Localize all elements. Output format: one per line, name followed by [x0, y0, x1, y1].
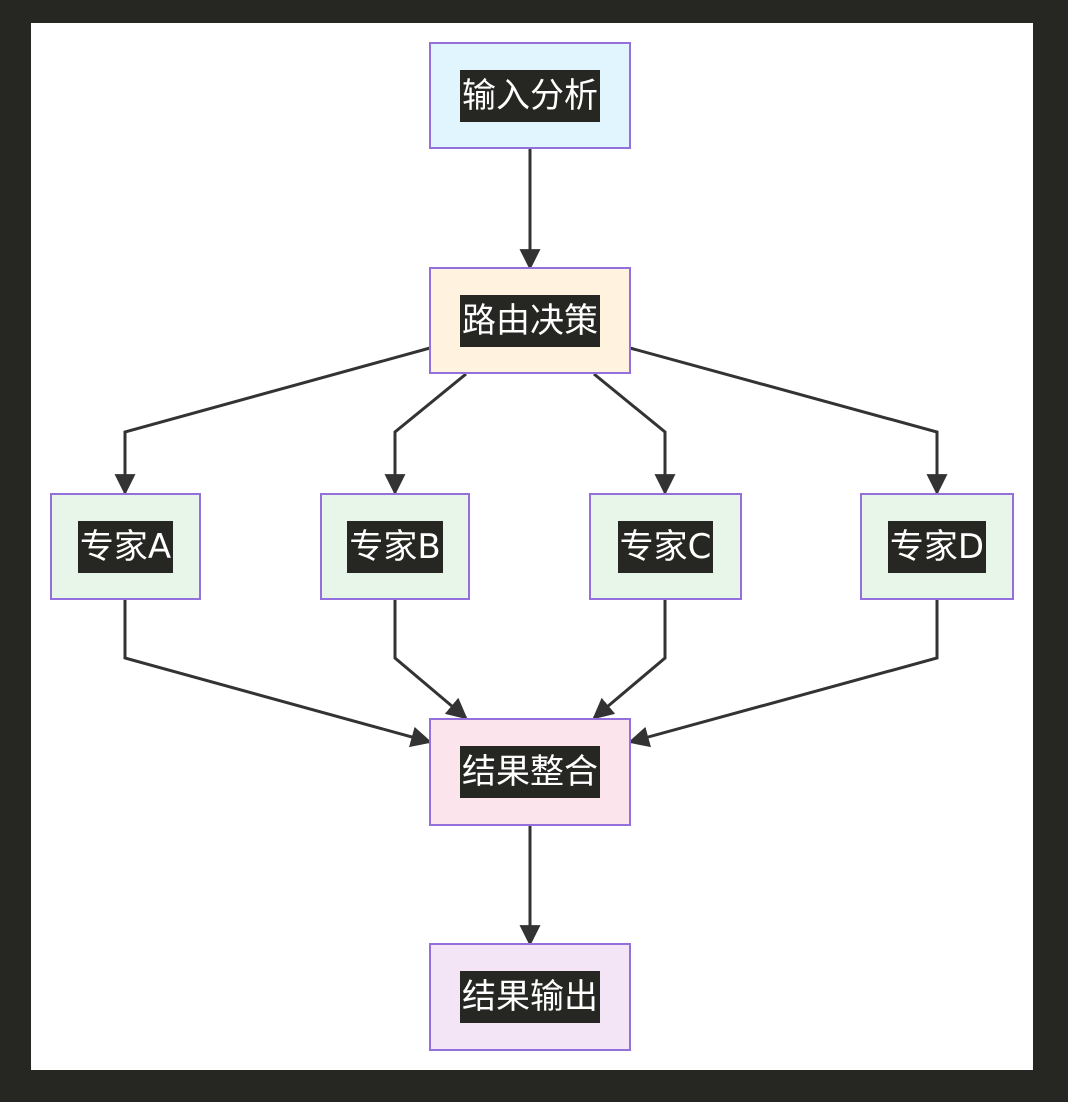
node-label: 专家C: [617, 520, 714, 573]
node-label: 结果输出: [460, 971, 600, 1023]
node-label: 专家D: [887, 520, 987, 573]
node-expert-d: 专家D: [860, 493, 1014, 600]
node-label: 结果整合: [460, 746, 600, 798]
node-result-merge: 结果整合: [429, 718, 631, 826]
node-input-analysis: 输入分析: [429, 42, 631, 149]
node-expert-c: 专家C: [589, 493, 742, 600]
node-label: 专家A: [77, 520, 174, 573]
node-label: 输入分析: [460, 69, 600, 122]
node-result-output: 结果输出: [429, 943, 631, 1051]
node-routing-decision: 路由决策: [429, 267, 631, 374]
node-expert-b: 专家B: [320, 493, 470, 600]
node-label: 专家B: [347, 520, 443, 573]
node-label: 路由决策: [460, 294, 600, 347]
node-expert-a: 专家A: [50, 493, 201, 600]
